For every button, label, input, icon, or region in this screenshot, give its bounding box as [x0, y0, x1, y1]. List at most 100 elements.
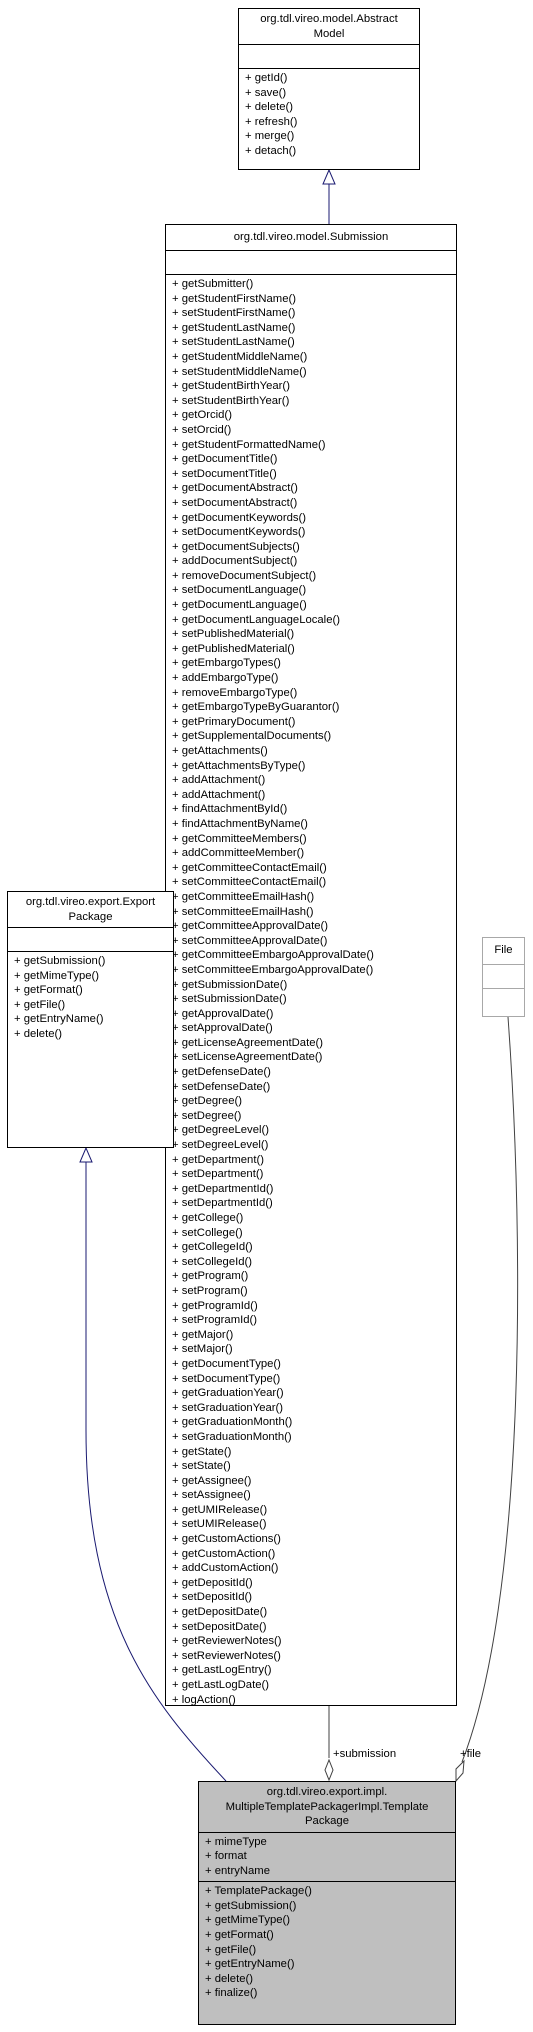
method-item: + addCustomAction(): [172, 1562, 279, 1575]
methods-section: + TemplatePackage()+ getSubmission()+ ge…: [199, 1881, 455, 2004]
method-item: + getState(): [172, 1445, 232, 1458]
method-item: + getFormat(): [205, 1929, 274, 1942]
method-item: + setDegree(): [172, 1109, 242, 1122]
method-item: + setDocumentKeywords(): [172, 526, 306, 539]
method-item: + getUMIRelease(): [172, 1503, 268, 1516]
method-item: + getStudentFirstName(): [172, 292, 297, 305]
file-edge-label: +file: [460, 1748, 482, 1760]
method-item: + getDocumentType(): [172, 1357, 281, 1370]
method-item: + setCommitteeEmailHash(): [172, 905, 314, 918]
method-item: + addAttachment(): [172, 774, 266, 787]
method-item: + setDepartmentId(): [172, 1197, 273, 1210]
attribute-item: + format: [205, 1850, 247, 1863]
method-item: + setApprovalDate(): [172, 1022, 273, 1035]
class-export-package: org.tdl.vireo.export.Export Package + ge…: [7, 891, 174, 1148]
method-item: + delete(): [245, 101, 294, 114]
method-item: + getProgramId(): [172, 1299, 258, 1312]
inheritance-edge-template-exportpackage: [85, 1152, 227, 1782]
method-item: + getCommitteeApprovalDate(): [172, 920, 329, 933]
method-item: + getDefenseDate(): [172, 1066, 271, 1079]
method-item: + getEmbargoTypes(): [172, 657, 281, 670]
method-item: + getPrimaryDocument(): [172, 715, 296, 728]
inheritance-arrowhead-abstractmodel: [322, 168, 336, 185]
method-item: + getAttachments(): [172, 745, 268, 757]
aggregation-diamond-file: [455, 1759, 465, 1783]
inheritance-arrowhead-exportpackage: [79, 1146, 93, 1163]
method-item: + getDepositId(): [172, 1576, 253, 1589]
class-abstract-model: org.tdl.vireo.model.Abstract Model + get…: [238, 8, 420, 170]
method-item: + getSubmission(): [205, 1899, 297, 1912]
method-item: + getDocumentSubjects(): [172, 540, 300, 553]
method-item: + logAction(): [172, 1693, 236, 1706]
attributes-section: [8, 927, 173, 951]
method-item: + setDepositDate(): [172, 1620, 267, 1633]
method-item: + refresh(): [245, 115, 298, 128]
method-item: + setDocumentType(): [172, 1372, 281, 1385]
method-item: + getSubmitter(): [172, 278, 254, 290]
method-item: + getStudentMiddleName(): [172, 350, 308, 363]
method-item: + delete(): [14, 1027, 63, 1040]
method-item: + getCustomActions(): [172, 1533, 281, 1546]
method-item: + removeDocumentSubject(): [172, 569, 317, 582]
method-item: + setDocumentLanguage(): [172, 584, 307, 597]
method-item: + setSubmissionDate(): [172, 993, 287, 1006]
method-item: + setDegreeLevel(): [172, 1139, 269, 1152]
class-title: org.tdl.vireo.model.Abstract Model: [260, 13, 398, 40]
method-item: + getFile(): [205, 1943, 257, 1956]
method-item: + getFile(): [14, 998, 66, 1011]
method-item: + getLastLogEntry(): [172, 1664, 272, 1677]
method-item: + getMajor(): [172, 1328, 234, 1341]
method-item: + getCommitteeMembers(): [172, 832, 307, 845]
method-item: + getDepartmentId(): [172, 1182, 274, 1195]
method-item: + getDocumentAbstract(): [172, 482, 298, 495]
method-item: + getStudentBirthYear(): [172, 380, 290, 393]
method-item: + getGraduationYear(): [172, 1387, 284, 1400]
method-item: + setStudentFirstName(): [172, 307, 296, 320]
method-item: + getEntryName(): [14, 1013, 104, 1026]
method-item: + getCollege(): [172, 1212, 244, 1224]
class-title: org.tdl.vireo.model.Submission: [233, 231, 389, 243]
method-item: + getDocumentKeywords(): [172, 511, 307, 524]
method-item: + getSubmission(): [14, 955, 106, 967]
method-item: + setGraduationMonth(): [172, 1430, 292, 1443]
method-item: + getCustomAction(): [172, 1547, 276, 1560]
method-item: + finalize(): [205, 1987, 258, 2000]
attributes-section: + mimeType+ format+ entryName: [199, 1831, 455, 1882]
class-title: File: [494, 944, 513, 956]
method-item: + getEmbargoTypeByGuarantor(): [172, 701, 340, 714]
method-item: + addDocumentSubject(): [172, 555, 298, 568]
method-item: + setStudentLastName(): [172, 336, 295, 349]
method-item: + save(): [245, 86, 287, 99]
method-item: + getDocumentTitle(): [172, 453, 278, 466]
method-item: + detach(): [245, 144, 297, 157]
method-item: + setCollegeId(): [172, 1255, 253, 1268]
method-item: + getDocumentLanguageLocale(): [172, 613, 341, 626]
method-item: + getDocumentLanguage(): [172, 599, 307, 612]
method-item: + setProgramId(): [172, 1314, 258, 1327]
method-item: + getApprovalDate(): [172, 1007, 274, 1020]
method-item: + setUMIRelease(): [172, 1518, 267, 1531]
method-item: + setDepositId(): [172, 1591, 253, 1604]
class-submission: org.tdl.vireo.model.Submission + getSubm…: [165, 224, 457, 1706]
class-title: org.tdl.vireo.export.Export Package: [25, 896, 156, 923]
aggregation-diamond-submission: [324, 1758, 334, 1782]
method-item: + setMajor(): [172, 1343, 233, 1356]
method-item: + setGraduationYear(): [172, 1401, 284, 1414]
method-item: + getDepartment(): [172, 1153, 264, 1166]
method-item: + addAttachment(): [172, 788, 266, 801]
methods-section: + getId()+ save()+ delete()+ refresh()+ …: [239, 68, 419, 162]
method-item: + setStudentMiddleName(): [172, 365, 307, 378]
association-edge-file: [461, 1016, 519, 1763]
methods-section: [483, 988, 524, 1016]
methods-section: + getSubmitter() + getStudentFirstName() +…: [166, 274, 456, 1710]
method-item: + removeEmbargoType(): [172, 686, 298, 699]
method-item: + setCollege(): [172, 1226, 243, 1239]
method-item: + setDocumentAbstract(): [172, 496, 298, 509]
method-item: + getStudentFormattedName(): [172, 438, 326, 451]
method-item: + setOrcid(): [172, 423, 232, 436]
method-item: + setProgram(): [172, 1284, 248, 1297]
method-item: + delete(): [205, 1972, 254, 1985]
method-item: + getReviewerNotes(): [172, 1635, 282, 1648]
method-item: + findAttachmentByName(): [172, 817, 308, 830]
method-item: + addCommitteeMember(): [172, 847, 305, 860]
